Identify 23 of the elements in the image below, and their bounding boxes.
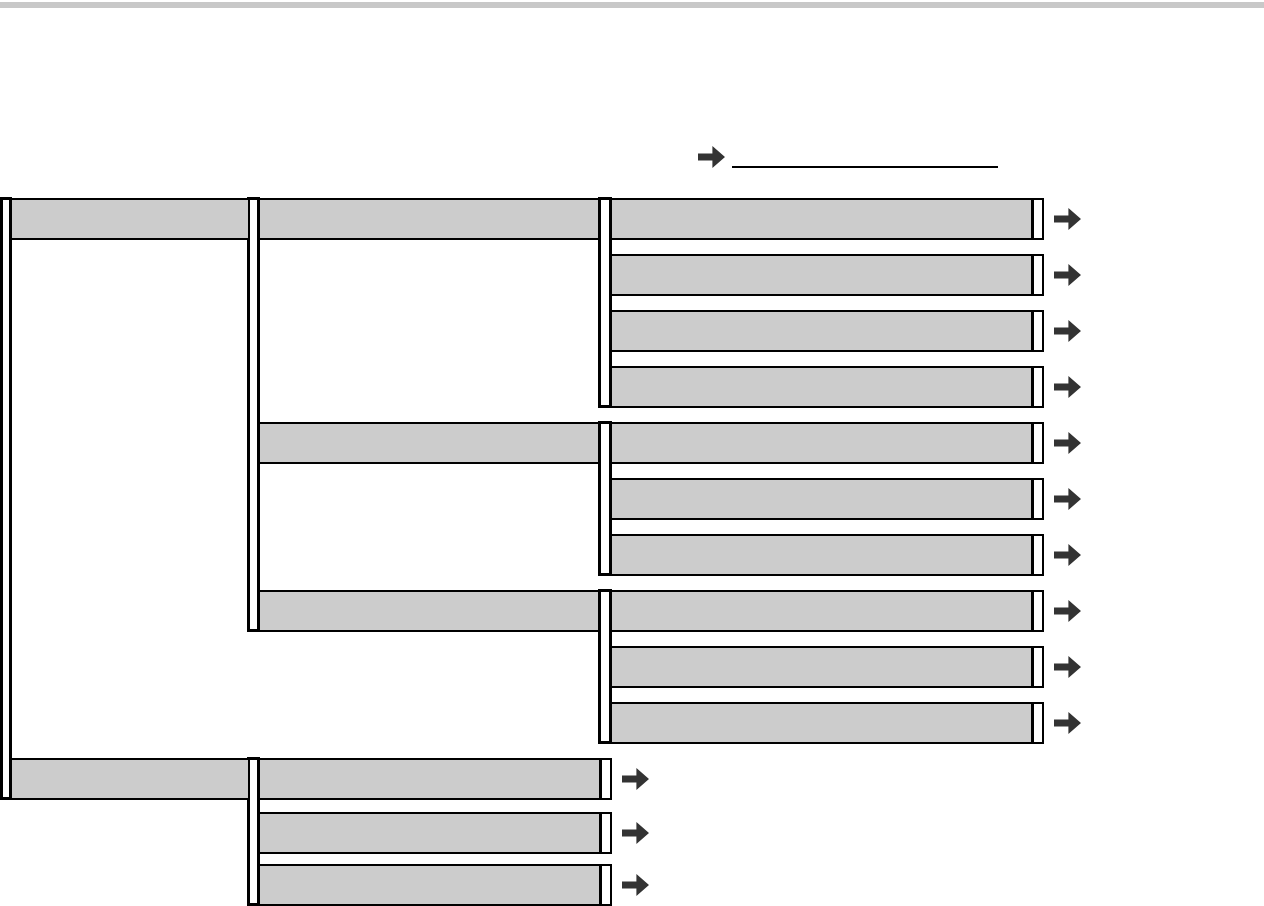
- bracket-connector: [598, 589, 612, 744]
- empty-bar: [260, 589, 598, 632]
- empty-bar: [612, 645, 1043, 688]
- empty-bar: [612, 365, 1043, 408]
- empty-bar: [612, 421, 1043, 464]
- bracket-connector: [598, 197, 612, 408]
- bracket-connector: [247, 197, 260, 632]
- empty-bar: [12, 197, 247, 240]
- bracket-connector: [598, 421, 612, 576]
- empty-bar: [12, 757, 247, 800]
- bracket-connector: [247, 757, 260, 906]
- empty-bar: [612, 197, 1043, 240]
- empty-bar: [260, 863, 611, 906]
- empty-bar: [260, 757, 611, 800]
- empty-bar: [612, 533, 1043, 576]
- empty-bar: [612, 701, 1043, 744]
- empty-bar: [612, 309, 1043, 352]
- empty-bar: [612, 253, 1043, 296]
- empty-bar: [612, 589, 1043, 632]
- empty-bar: [260, 197, 598, 240]
- empty-bar: [260, 421, 598, 464]
- empty-bar: [612, 477, 1043, 520]
- empty-bar: [260, 811, 611, 854]
